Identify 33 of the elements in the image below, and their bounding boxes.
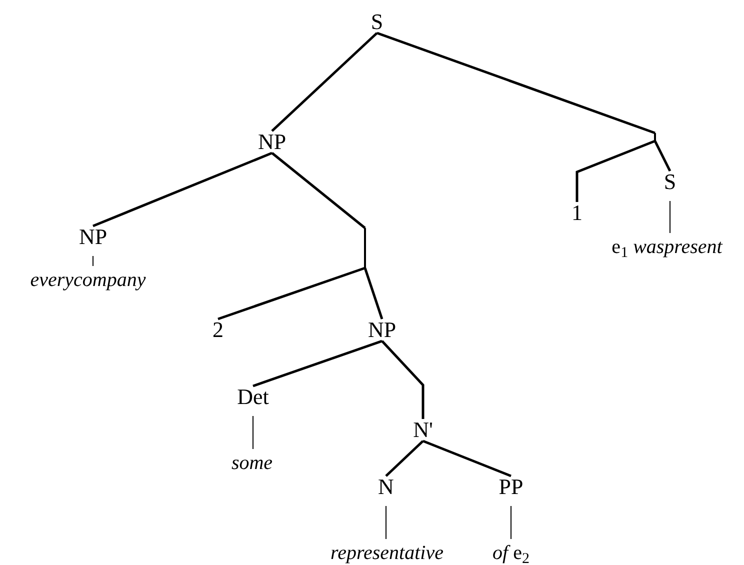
tree-branch: [252, 340, 382, 388]
tree-branch: [385, 440, 424, 477]
category-label: S: [664, 171, 676, 193]
tree-branch: [381, 340, 424, 419]
category-label: NP: [258, 131, 286, 153]
category-label: PP: [498, 476, 524, 498]
tree-branch: [364, 268, 384, 320]
word-label: some: [231, 453, 273, 473]
tree-branch: [654, 140, 672, 172]
category-label: S: [370, 11, 384, 33]
category-label: NP: [368, 319, 396, 341]
tree-branch: [271, 152, 366, 229]
category-label: of e$_{2}$: [492, 543, 530, 563]
tree-branch: [376, 32, 656, 134]
tree-branch: [422, 440, 512, 478]
category-label: N: [378, 476, 394, 498]
tree-branch: [218, 266, 366, 320]
tree-junction: [364, 228, 366, 268]
word-label: everycompany: [30, 270, 146, 290]
category-label: 2: [212, 319, 224, 341]
tree-junction: [654, 133, 656, 141]
category-label: N': [413, 419, 433, 441]
word-label: representative: [330, 543, 444, 563]
tree-line: [92, 256, 94, 266]
tree-line: [510, 506, 512, 540]
category-label: NP: [78, 226, 108, 248]
tree-branch: [92, 152, 272, 228]
category-label: Det: [237, 386, 269, 408]
tree-branch: [576, 140, 656, 202]
tree-branch: [271, 32, 378, 132]
category-label: 1: [572, 202, 582, 224]
category-label: e$_{1}$ waspresent: [612, 237, 722, 257]
tree-line: [252, 416, 254, 450]
